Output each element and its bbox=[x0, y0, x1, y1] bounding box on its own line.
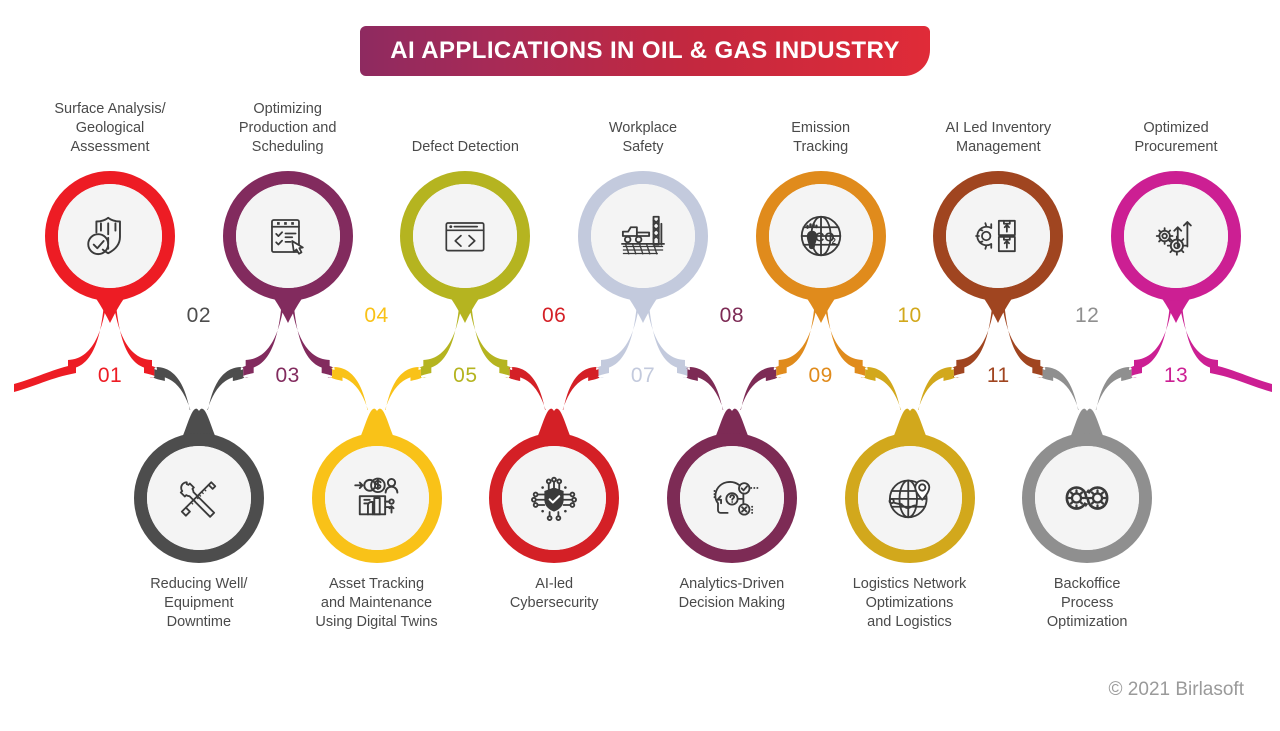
wave-funnel bbox=[423, 290, 508, 369]
node-number-09: 09 bbox=[808, 364, 833, 387]
shield-check-icon bbox=[68, 194, 152, 278]
node-08[interactable] bbox=[666, 408, 797, 563]
wave-funnel bbox=[601, 290, 685, 369]
cyber-shield-icon bbox=[512, 456, 596, 540]
page-title-banner: AI APPLICATIONS IN OIL & GAS INDUSTRY bbox=[360, 26, 930, 76]
node-pin bbox=[1111, 171, 1241, 323]
wave-funnel bbox=[68, 290, 152, 369]
node-number-05: 05 bbox=[453, 364, 478, 387]
co2-globe-icon: CO 2 bbox=[779, 194, 863, 278]
wave-funnel bbox=[334, 367, 419, 410]
node-13[interactable] bbox=[1111, 171, 1241, 323]
wave-funnel bbox=[867, 367, 952, 410]
node-pin bbox=[222, 171, 353, 323]
node-label-05: Defect Detection bbox=[411, 139, 519, 155]
node-number-04: 04 bbox=[364, 304, 389, 327]
wave-link bbox=[765, 367, 778, 381]
wave-funnel bbox=[1045, 367, 1130, 410]
node-number-13: 13 bbox=[1163, 364, 1189, 387]
wave-link bbox=[321, 364, 333, 378]
wave-funnel bbox=[689, 367, 774, 410]
node-12[interactable] bbox=[1022, 408, 1153, 563]
asset-tracking-icon bbox=[335, 456, 419, 540]
gears-growth-icon bbox=[1134, 194, 1218, 278]
node-pin bbox=[400, 171, 531, 323]
wave-link bbox=[410, 367, 422, 381]
copyright-notice: © 2021 Birlasoft bbox=[1108, 679, 1244, 700]
wave-funnel bbox=[956, 290, 1041, 369]
node-number-01: 01 bbox=[97, 364, 123, 387]
wave-link bbox=[499, 364, 511, 378]
wave-funnel bbox=[245, 290, 330, 369]
svg-text:2: 2 bbox=[831, 237, 836, 246]
node-03[interactable] bbox=[222, 171, 353, 323]
wave-tail-left bbox=[14, 364, 76, 392]
wave-link bbox=[1121, 367, 1133, 381]
node-11[interactable] bbox=[933, 171, 1064, 323]
node-06[interactable] bbox=[489, 408, 620, 563]
node-04[interactable] bbox=[311, 408, 442, 563]
node-number-08: 08 bbox=[719, 304, 744, 327]
node-pin bbox=[45, 171, 175, 323]
node-number-12: 12 bbox=[1074, 304, 1100, 327]
wave-funnel bbox=[156, 367, 241, 410]
node-01[interactable] bbox=[45, 171, 175, 323]
drilling-rig-icon bbox=[601, 194, 685, 278]
node-number-03: 03 bbox=[275, 364, 300, 387]
wave-link bbox=[943, 367, 955, 381]
node-pin bbox=[933, 171, 1064, 323]
node-number-07: 07 bbox=[630, 364, 656, 387]
svg-text:CO: CO bbox=[815, 229, 835, 244]
node-pin bbox=[666, 408, 797, 563]
wave-funnel bbox=[512, 367, 597, 410]
globe-pin-icon bbox=[868, 456, 952, 540]
node-10[interactable] bbox=[844, 408, 975, 563]
connector-wave bbox=[14, 290, 1272, 410]
code-window-icon bbox=[423, 194, 507, 278]
wave-tail-right bbox=[1210, 364, 1272, 392]
wave-link bbox=[232, 367, 245, 381]
node-09[interactable]: CO 2 bbox=[755, 171, 886, 323]
node-number-10: 10 bbox=[897, 304, 922, 327]
wave-link bbox=[677, 364, 689, 378]
node-07[interactable] bbox=[578, 171, 708, 323]
node-number-11: 11 bbox=[986, 364, 1010, 387]
wave-link bbox=[588, 367, 600, 381]
wave-link bbox=[144, 364, 156, 378]
wave-funnel bbox=[778, 290, 863, 369]
decision-head-icon bbox=[690, 456, 774, 540]
wave-link bbox=[854, 364, 866, 378]
wave-link bbox=[1032, 364, 1044, 378]
page-title: AI APPLICATIONS IN OIL & GAS INDUSTRY bbox=[390, 37, 900, 64]
node-02[interactable] bbox=[133, 408, 264, 563]
node-number-02: 02 bbox=[186, 304, 211, 327]
gear-boxes-icon bbox=[956, 194, 1040, 278]
node-number-06: 06 bbox=[541, 304, 567, 327]
infinity-gears-icon bbox=[1045, 456, 1129, 540]
wrench-screwdriver-icon bbox=[157, 456, 241, 540]
clipboard-checklist-icon bbox=[246, 194, 330, 278]
wave-funnel bbox=[1134, 290, 1218, 369]
node-05[interactable] bbox=[400, 171, 531, 323]
